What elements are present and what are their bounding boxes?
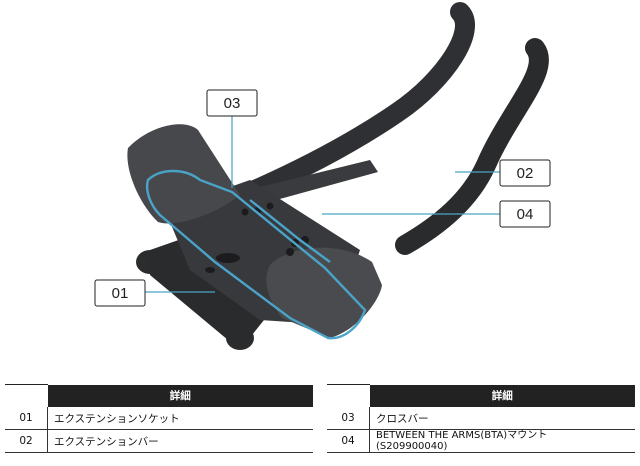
table-row: 02 エクステンションバー (5, 429, 313, 453)
part-description: エクステンションソケット (47, 407, 313, 430)
svg-text:02: 02 (517, 165, 534, 182)
table-header-blank (5, 384, 48, 407)
part-number: 04 (327, 429, 370, 453)
part-description-line2: (S209900040) (376, 441, 448, 452)
table-header-detail: 詳細 (47, 384, 313, 407)
svg-text:01: 01 (112, 285, 129, 302)
crossbar-shape (248, 160, 378, 205)
table-row: 04 BETWEEN THE ARMS(BTA)マウント (S209900040… (327, 429, 635, 453)
table-header-blank (327, 384, 370, 407)
part-number: 02 (5, 429, 48, 453)
parts-table-left: 詳細 01 エクステンションソケット 02 エクステンションバー (5, 384, 313, 453)
extension-bar-left (245, 2, 475, 200)
svg-text:03: 03 (224, 95, 241, 112)
callout-04: 04 (499, 200, 551, 228)
table-header-detail: 詳細 (369, 384, 635, 407)
part-description: エクステンションバー (47, 429, 313, 453)
parts-table-right: 詳細 03 クロスバー 04 BETWEEN THE ARMS(BTA)マウント… (327, 384, 635, 453)
arm-pad-lower (266, 247, 382, 338)
part-description-line1: BETWEEN THE ARMS(BTA)マウント (376, 430, 548, 441)
callout-01: 01 (94, 279, 146, 307)
highlight-outlines (146, 169, 367, 340)
extension-bar-right (395, 38, 549, 255)
part-number: 01 (5, 407, 48, 430)
arm-pad-upper (127, 124, 240, 224)
table-row: 03 クロスバー (327, 407, 635, 430)
part-description: クロスバー (369, 407, 635, 430)
svg-text:04: 04 (517, 206, 534, 223)
leader-lines (145, 115, 500, 293)
part-number: 03 (327, 407, 370, 430)
product-diagram: 03 02 04 01 (94, 2, 551, 350)
part-description: BETWEEN THE ARMS(BTA)マウント (S209900040) (369, 429, 635, 453)
callout-02: 02 (499, 159, 551, 187)
table-row: 01 エクステンションソケット (5, 407, 313, 430)
callout-03: 03 (206, 89, 258, 117)
